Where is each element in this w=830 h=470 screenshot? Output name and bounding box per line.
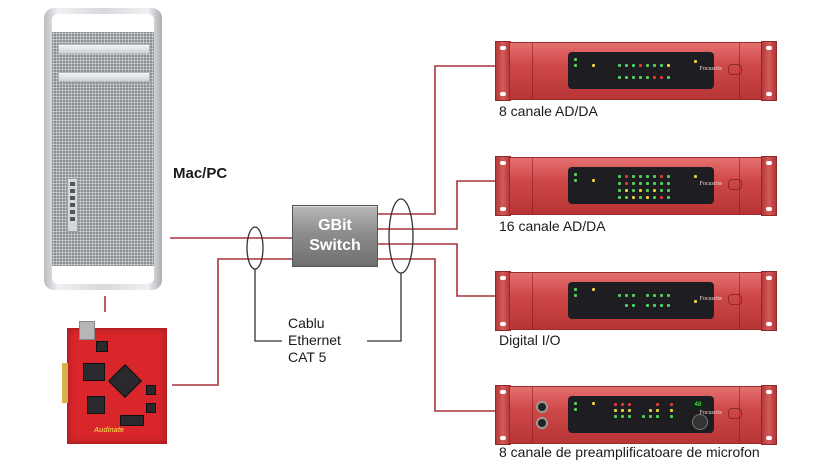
cable-annotation: Cablu Ethernet CAT 5 [288,315,341,366]
rack-device-mic-preamp: 48 Focusrite [495,385,777,445]
front-panel-display [568,52,714,89]
headphone-jack-icon [536,401,548,413]
switch-label-line2: Switch [309,237,361,254]
wire-switch-to-device-2 [376,180,497,230]
front-panel-display [568,167,714,204]
brand-logo: Focusrite [699,296,722,302]
brand-logo: Focusrite [699,181,722,187]
brand-logo: Focusrite [699,66,722,72]
wire-card-to-switch [172,258,292,386]
gain-knob-icon [692,414,708,430]
cable-label-line2: Ethernet [288,332,341,348]
gbit-switch: GBit Switch [292,205,378,267]
wire-switch-to-device-4 [376,258,497,412]
computer-label: Mac/PC [173,165,228,182]
cable-label-line3: CAT 5 [288,349,327,365]
rack-device-digital-io: Focusrite [495,271,777,331]
wire-switch-to-device-3 [376,243,497,297]
front-panel-display [568,282,714,319]
rack-device-16ch-adda: Focusrite [495,156,777,216]
power-button [728,179,742,190]
card-logo: Audinate [94,427,124,434]
headphone-jack-icon [536,417,548,429]
rack-device-8ch-adda: Focusrite [495,41,777,101]
power-button [728,64,742,75]
front-panel-display: 48 [568,396,714,433]
device-label-2: 16 canale AD/DA [499,218,606,234]
cable-bundle-ellipse-right [388,198,414,274]
device-label-1: 8 canale AD/DA [499,103,598,119]
mac-pro-tower-icon [44,8,162,290]
switch-label-line1: GBit [318,217,352,234]
pcie-network-card-icon: Audinate [62,321,167,444]
cable-label-line1: Cablu [288,315,325,331]
annotation-line-left [254,269,282,342]
cable-bundle-ellipse-left [246,226,264,270]
device-label-4: 8 canale de preamplificatoare de microfo… [499,444,760,460]
power-button [728,294,742,305]
sample-rate-display: 48 [692,401,704,409]
wire-switch-to-device-1 [376,65,497,215]
annotation-line-right [367,273,402,342]
device-label-3: Digital I/O [499,332,561,348]
brand-logo: Focusrite [699,410,722,416]
power-button [728,408,742,419]
